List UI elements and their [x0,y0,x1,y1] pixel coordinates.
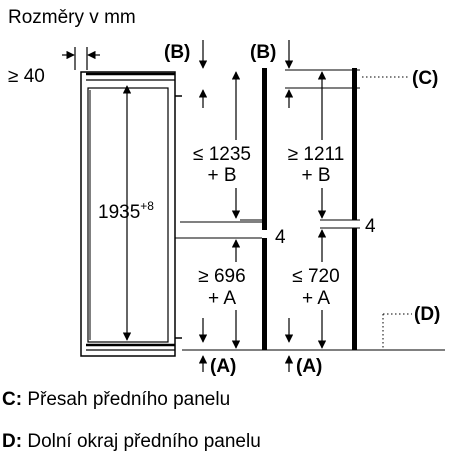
door-panel-upper-left [262,68,267,230]
legend-text-c: Přesah předního panelu [27,389,231,410]
door-panel-lower-left [262,238,267,350]
lower-right-value: ≤ 720 [292,266,339,287]
legend-text-d: Dolní okraj předního panelu [27,431,261,452]
c-label: (C) [412,68,438,89]
legend-key-c: C: [2,389,23,410]
gap-label-left: 4 [275,227,286,248]
lower-left-value: ≥ 696 [198,266,245,287]
height-label: 1935+8 [98,199,154,223]
lower-left-add: + A [208,288,236,309]
dimension-arrows [62,40,327,372]
a-label-right: (A) [296,356,322,377]
b-label-right: (B) [250,42,276,63]
legend-item-c: C: Přesah předního panelu [2,389,230,411]
appliance-cabinet [80,71,182,357]
cabinet-outline [80,71,176,357]
page-title: Rozměry v mm [8,7,136,28]
top-gap-label: ≥ 40 [8,66,45,87]
d-label: (D) [414,304,440,325]
upper-left-value: ≤ 1235 [193,144,251,165]
b-label-left: (B) [164,42,190,63]
upper-left-add: + B [207,165,236,186]
legend-item-d: D: Dolní okraj předního panelu [2,431,261,453]
legend-key-d: D: [2,431,23,452]
installation-dimension-diagram: ≥ 40 1935+8 (B) (B) (C) (D) (A) (A) ≤ 12… [8,40,445,377]
door-panel-lower-right [352,228,357,350]
reference-lines [175,69,445,351]
upper-right-add: + B [301,165,330,186]
upper-right-value: ≥ 1211 [288,144,345,165]
a-label-left: (A) [210,356,236,377]
gap-label-right: 4 [365,216,376,237]
front-door-panels [262,68,357,350]
dimension-labels: ≥ 40 1935+8 (B) (B) (C) (D) (A) (A) ≤ 12… [8,42,440,377]
door-panel-upper-right [352,68,357,220]
lower-right-add: + A [302,288,330,309]
